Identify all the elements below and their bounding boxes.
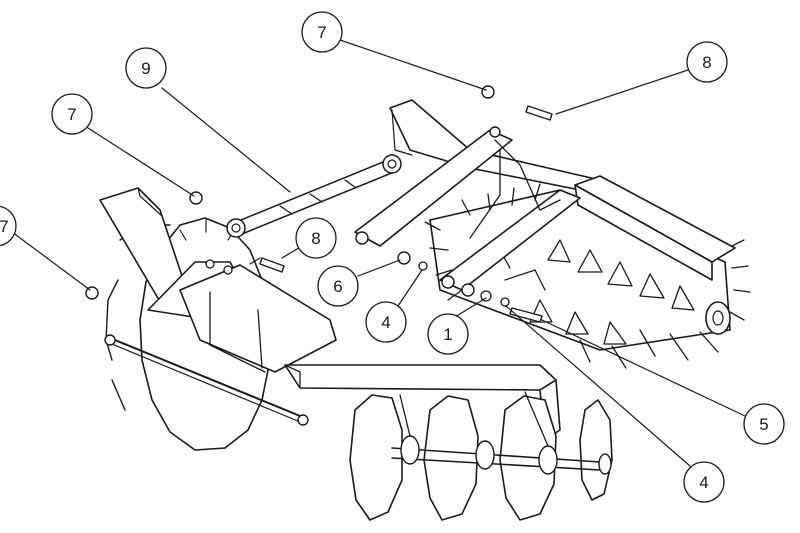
callout-1: 1 [427,313,469,355]
svg-text:7: 7 [67,105,76,124]
svg-text:7: 7 [0,217,9,236]
callout-7-edge: 7 [0,205,17,247]
svg-text:7: 7 [317,23,326,42]
callout-8-mid: 8 [295,217,337,259]
svg-text:6: 6 [333,277,342,296]
callout-5: 5 [743,403,785,445]
svg-text:5: 5 [759,415,768,434]
callout-6: 6 [317,265,359,307]
disc-harrow-assembly [99,187,613,521]
callout-7-top: 7 [301,11,343,53]
leader-lines [11,39,746,467]
callout-4-mid: 4 [365,301,407,343]
svg-text:4: 4 [381,313,390,332]
svg-text:8: 8 [702,53,711,72]
svg-text:4: 4 [699,473,708,492]
svg-text:9: 9 [141,59,150,78]
spiked-roller-assembly [354,99,751,369]
callout-9: 9 [125,47,167,89]
svg-text:1: 1 [443,325,452,344]
hardware-parts [85,85,553,323]
svg-text:8: 8 [311,229,320,248]
callout-4-bottom: 4 [683,461,725,503]
callout-7-left: 7 [51,93,93,135]
callout-8-top: 8 [686,41,728,83]
